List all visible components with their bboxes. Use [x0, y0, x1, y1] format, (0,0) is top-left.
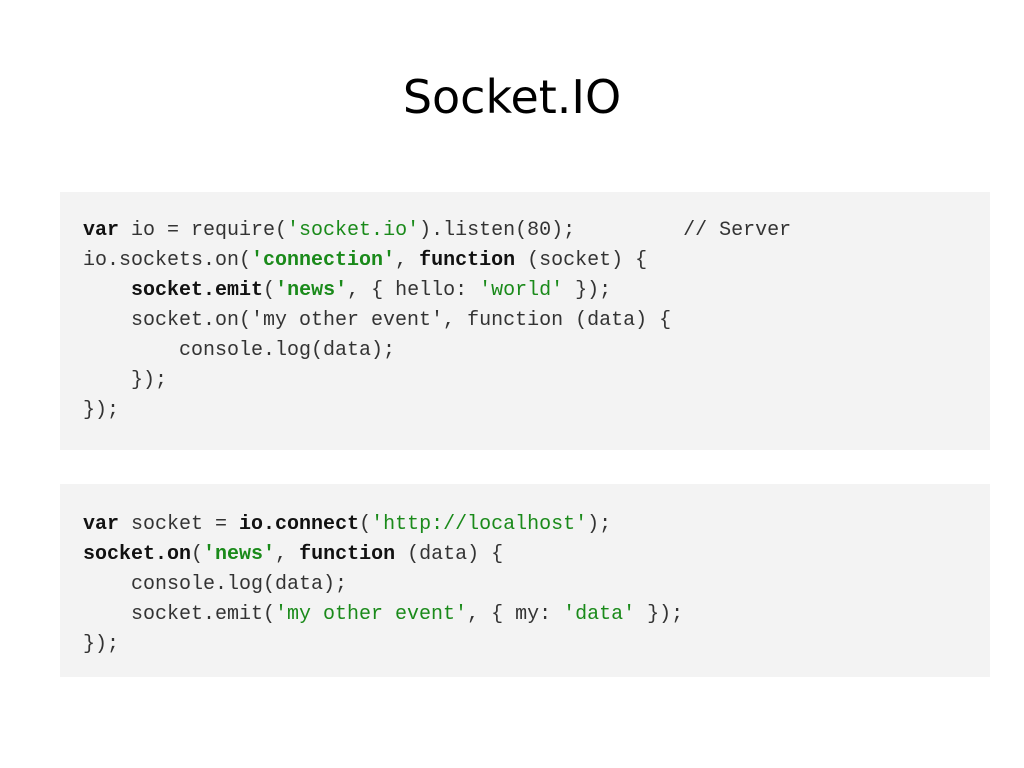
- code-token: 'news': [203, 543, 276, 566]
- code-token: function: [299, 543, 396, 566]
- code-token: ,: [395, 249, 420, 272]
- code-token: 'data': [563, 603, 636, 626]
- code-line: socket.on('news', function (data) {: [83, 540, 990, 570]
- code-line: var socket = io.connect('http://localhos…: [83, 510, 990, 540]
- client-code-block: var socket = io.connect('http://localhos…: [60, 484, 990, 677]
- code-token: });: [563, 279, 612, 302]
- code-token: , { my:: [467, 603, 564, 626]
- code-token: (: [191, 543, 204, 566]
- code-token: });: [83, 633, 120, 656]
- code-token: });: [635, 603, 684, 626]
- code-line: });: [83, 396, 990, 426]
- code-token: io.sockets.on(: [83, 249, 252, 272]
- code-token: (data) {: [395, 543, 504, 566]
- code-token: });: [83, 399, 120, 422]
- code-token: (: [359, 513, 372, 536]
- code-line: console.log(data);: [83, 336, 990, 366]
- code-token: 'connection': [251, 249, 396, 272]
- code-token: console.log(data);: [83, 573, 348, 596]
- code-line: });: [83, 366, 990, 396]
- code-token: socket.on: [83, 543, 192, 566]
- code-token: (socket) {: [515, 249, 648, 272]
- server-code-block: var io = require('socket.io').listen(80)…: [60, 192, 990, 450]
- code-token: 'news': [275, 279, 348, 302]
- code-token: 'my other event': [275, 603, 468, 626]
- code-token: socket.emit(: [83, 603, 276, 626]
- code-token: function: [419, 249, 516, 272]
- code-line: });: [83, 630, 990, 660]
- code-line: socket.emit('my other event', { my: 'dat…: [83, 600, 990, 630]
- client-code: var socket = io.connect('http://localhos…: [83, 510, 990, 660]
- code-line: io.sockets.on('connection', function (so…: [83, 246, 990, 276]
- code-token: var: [83, 513, 120, 536]
- code-line: socket.on('my other event', function (da…: [83, 306, 990, 336]
- code-token: });: [83, 369, 168, 392]
- code-token: var: [83, 219, 120, 242]
- code-token: [83, 279, 131, 302]
- code-token: );: [587, 513, 612, 536]
- code-token: io = require(: [119, 219, 288, 242]
- slide-title: Socket.IO: [402, 70, 622, 124]
- code-token: ,: [275, 543, 300, 566]
- code-line: var io = require('socket.io').listen(80)…: [83, 216, 990, 246]
- code-token: ).listen(80); // Server: [419, 219, 792, 242]
- code-token: 'world': [479, 279, 564, 302]
- code-line: console.log(data);: [83, 570, 990, 600]
- code-token: 'http://localhost': [371, 513, 588, 536]
- code-line: socket.emit('news', { hello: 'world' });: [83, 276, 990, 306]
- code-token: console.log(data);: [83, 339, 396, 362]
- code-token: , { hello:: [347, 279, 480, 302]
- code-token: socket =: [119, 513, 240, 536]
- code-token: socket.on('my other event', function (da…: [83, 309, 672, 332]
- server-code: var io = require('socket.io').listen(80)…: [83, 216, 990, 426]
- code-token: (: [263, 279, 276, 302]
- code-token: io.connect: [239, 513, 360, 536]
- code-token: socket.emit: [131, 279, 264, 302]
- code-token: 'socket.io': [287, 219, 420, 242]
